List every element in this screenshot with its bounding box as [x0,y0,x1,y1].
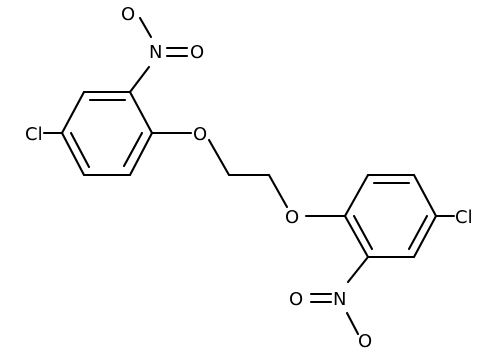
bond-right-ring-5 [343,214,370,259]
atom-nitro-right-o-bottom: O [358,331,372,352]
atom-o-left: O [193,124,207,145]
bond-left-ring-5 [60,131,86,177]
bond-right-ring-double-c [352,214,374,251]
atom-nitro-left-o-top: O [121,4,135,25]
bond-left-ring-double-b [122,131,144,168]
bonds [42,16,456,336]
atom-cl-right: Cl [455,207,473,228]
bond-bridge-1 [207,138,231,177]
atom-cl-left: Cl [25,124,43,145]
bond-left-ring-double-c [69,131,91,169]
bond-left-ring-3 [128,131,154,177]
bond-right-ring-double-b [407,214,429,251]
atom-labels: Cl O N O O O Cl N O O [25,4,473,352]
bond-right-ring-2 [412,173,438,218]
bond-right-ring-3 [412,214,438,259]
bond-left-n-o-top [138,16,153,39]
bond-bridge-3 [267,173,289,209]
bond-right-n-o-bottom [345,311,360,336]
atom-nitro-right-n: N [333,289,346,310]
bond-right-ring-6 [343,173,370,218]
bond-left-ring-6 [60,90,86,135]
bond-left-ring-2 [128,90,154,135]
atom-nitro-left-o-right: O [190,42,204,63]
atom-o-right: O [285,207,299,228]
bond-right-c-n [346,255,370,284]
bond-left-c-n [128,65,151,94]
atom-nitro-left-n: N [149,42,162,63]
atom-nitro-right-o-left: O [289,289,303,310]
